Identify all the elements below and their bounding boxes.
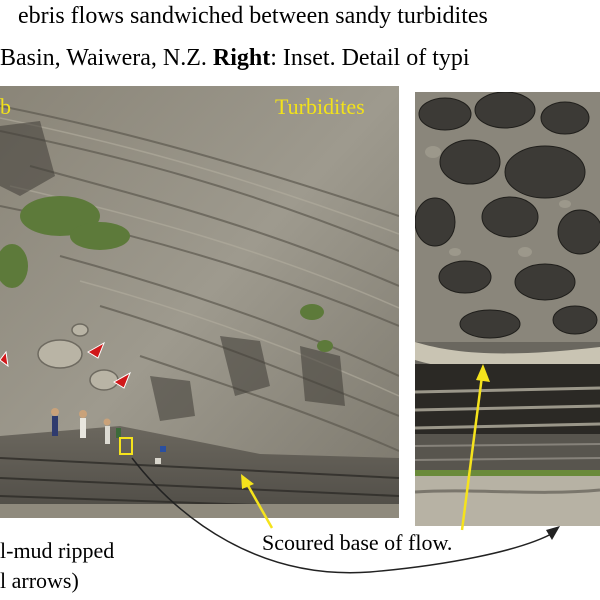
caption-line-1: ebris flows sandwiched between sandy tur… [18,3,488,29]
outcrop-photo [0,86,399,518]
inset-detail-photo [415,92,600,526]
inset-location-box [119,437,133,455]
inset-detail-art [415,92,600,526]
bottom-left-text-line1: l-mud ripped [0,538,115,563]
caption-line-2-prefix: Basin, Waiwera, N.Z. [0,45,213,71]
caption-right-bold: Right [212,45,271,71]
inset-connector-arrowhead [546,526,560,540]
outcrop-photo-art [0,86,399,518]
caption-line-2-suffix: : Inset. Detail of typi [270,45,470,71]
turbidites-label: Turbidites [275,94,365,119]
bottom-left-text-line2: l arrows) [0,568,79,593]
caption-line-2: Basin, Waiwera, N.Z. Right: Inset. Detai… [0,44,470,72]
truncated-left-label: b [0,94,11,119]
scoured-base-label: Scoured base of flow. [262,530,453,555]
